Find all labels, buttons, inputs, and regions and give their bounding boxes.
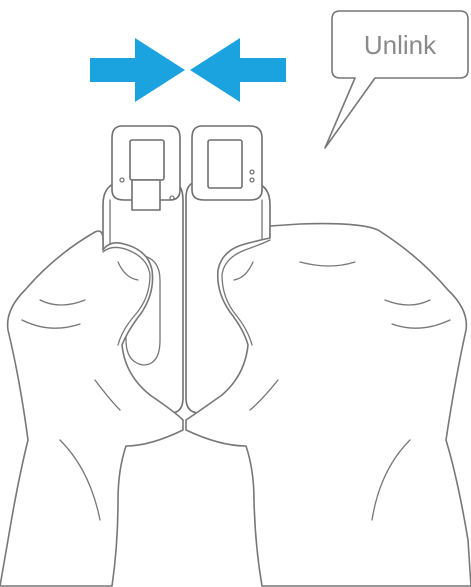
arrow-right-icon — [90, 38, 185, 102]
push-together-arrows-icon — [90, 38, 286, 102]
arrow-left-icon — [190, 38, 286, 102]
callout-label: Unlink — [364, 30, 437, 60]
right-hand-outline — [186, 224, 471, 586]
right-hand-icon — [186, 224, 471, 586]
right-device-port — [208, 140, 242, 188]
left-device-port — [130, 140, 164, 180]
unlink-callout: Unlink — [325, 11, 468, 148]
